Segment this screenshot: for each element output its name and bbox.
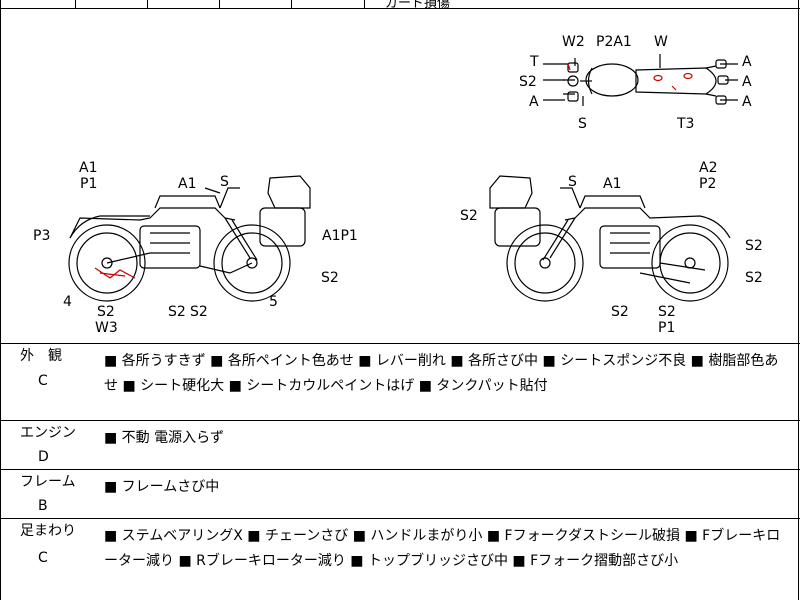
label-top-t: T	[530, 54, 539, 70]
label-left-w3: W3	[95, 320, 118, 336]
label-right-s: S	[568, 174, 577, 190]
label-left-s2-wheel: S2	[97, 304, 115, 320]
label-left-a1p1: A1P1	[322, 228, 358, 244]
section-exterior: 外 観 C ■ 各所うすきず ■ 各所ペイント色あせ ■ レバー削れ ■ 各所さ…	[0, 344, 800, 421]
section-category: 足まわり	[20, 523, 76, 539]
section-grade: C	[38, 550, 48, 566]
label-top-p2a1: P2A1	[596, 34, 632, 50]
label-left-p1-seat: P1	[80, 176, 98, 192]
label-left-5: 5	[269, 294, 278, 310]
section-description: ■ ステムベアリングX ■ チェーンさび ■ ハンドルまがり小 ■ Fフォークダ…	[104, 528, 781, 569]
section-description: ■ 不動 電源入らず	[104, 430, 224, 446]
section-grade: C	[38, 373, 48, 389]
header-divider	[364, 0, 365, 8]
motorcycle-damage-diagram: T W2 P2A1 W S2 A S T3 A A A A1 P1 A1 S P…	[0, 8, 800, 344]
label-top-a-left: A	[529, 94, 539, 110]
header-row: ガード損傷	[0, 0, 800, 11]
top-view-damage-marks	[567, 63, 693, 91]
label-top-w: W	[654, 34, 668, 50]
label-left-a1-seat: A1	[79, 160, 98, 176]
label-top-a1: A	[742, 54, 752, 70]
label-left-a1-tank: A1	[178, 176, 197, 192]
header-divider	[219, 0, 220, 8]
label-left-p3: P3	[33, 228, 51, 244]
label-left-s2-engine-b: S2	[190, 304, 208, 320]
label-right-s2-rear: S2	[745, 238, 763, 254]
header-partial-text: ガード損傷	[385, 0, 451, 11]
label-right-s2-muffler: S2	[745, 270, 763, 286]
label-left-s2-engine-a: S2	[168, 304, 186, 320]
left-bike-drawing	[68, 175, 311, 302]
label-left-s2-muffler: S2	[321, 270, 339, 286]
label-right-a1: A1	[603, 176, 622, 192]
top-view-drawing	[563, 59, 729, 106]
label-right-s2-engine: S2	[611, 304, 629, 320]
section-description: ■ 各所うすきず ■ 各所ペイント色あせ ■ レバー削れ ■ 各所さび中 ■ シ…	[104, 353, 779, 394]
label-top-s: S	[578, 116, 587, 132]
label-top-s2: S2	[519, 74, 537, 90]
label-top-a3: A	[742, 94, 752, 110]
left-bike-damage-marks	[94, 267, 136, 279]
label-right-s2-pipe: S2	[658, 304, 676, 320]
section-category: 外 観	[20, 348, 62, 364]
label-right-a2: A2	[699, 160, 718, 176]
header-divider	[291, 0, 292, 8]
header-divider	[147, 0, 148, 8]
label-left-4: 4	[63, 294, 72, 310]
header-divider	[75, 0, 76, 8]
label-top-a2: A	[742, 74, 752, 90]
section-category: エンジン	[20, 425, 76, 441]
label-right-p1: P1	[658, 320, 676, 336]
label-top-w2: W2	[562, 34, 585, 50]
section-frame: フレーム B ■ フレームさび中	[0, 470, 800, 519]
section-suspension: 足まわり C ■ ステムベアリングX ■ チェーンさび ■ ハンドルまがり小 ■…	[0, 519, 800, 600]
label-left-s: S	[220, 174, 229, 190]
section-category: フレーム	[20, 474, 76, 490]
label-right-p2: P2	[699, 176, 717, 192]
right-bike-drawing	[489, 175, 731, 302]
section-description: ■ フレームさび中	[104, 479, 220, 495]
section-engine: エンジン D ■ 不動 電源入らず	[0, 421, 800, 470]
label-top-t3: T3	[677, 116, 695, 132]
section-grade: B	[38, 498, 48, 514]
motorcycle-drawings	[68, 54, 738, 302]
label-right-s2-box: S2	[460, 208, 478, 224]
section-grade: D	[38, 449, 49, 465]
